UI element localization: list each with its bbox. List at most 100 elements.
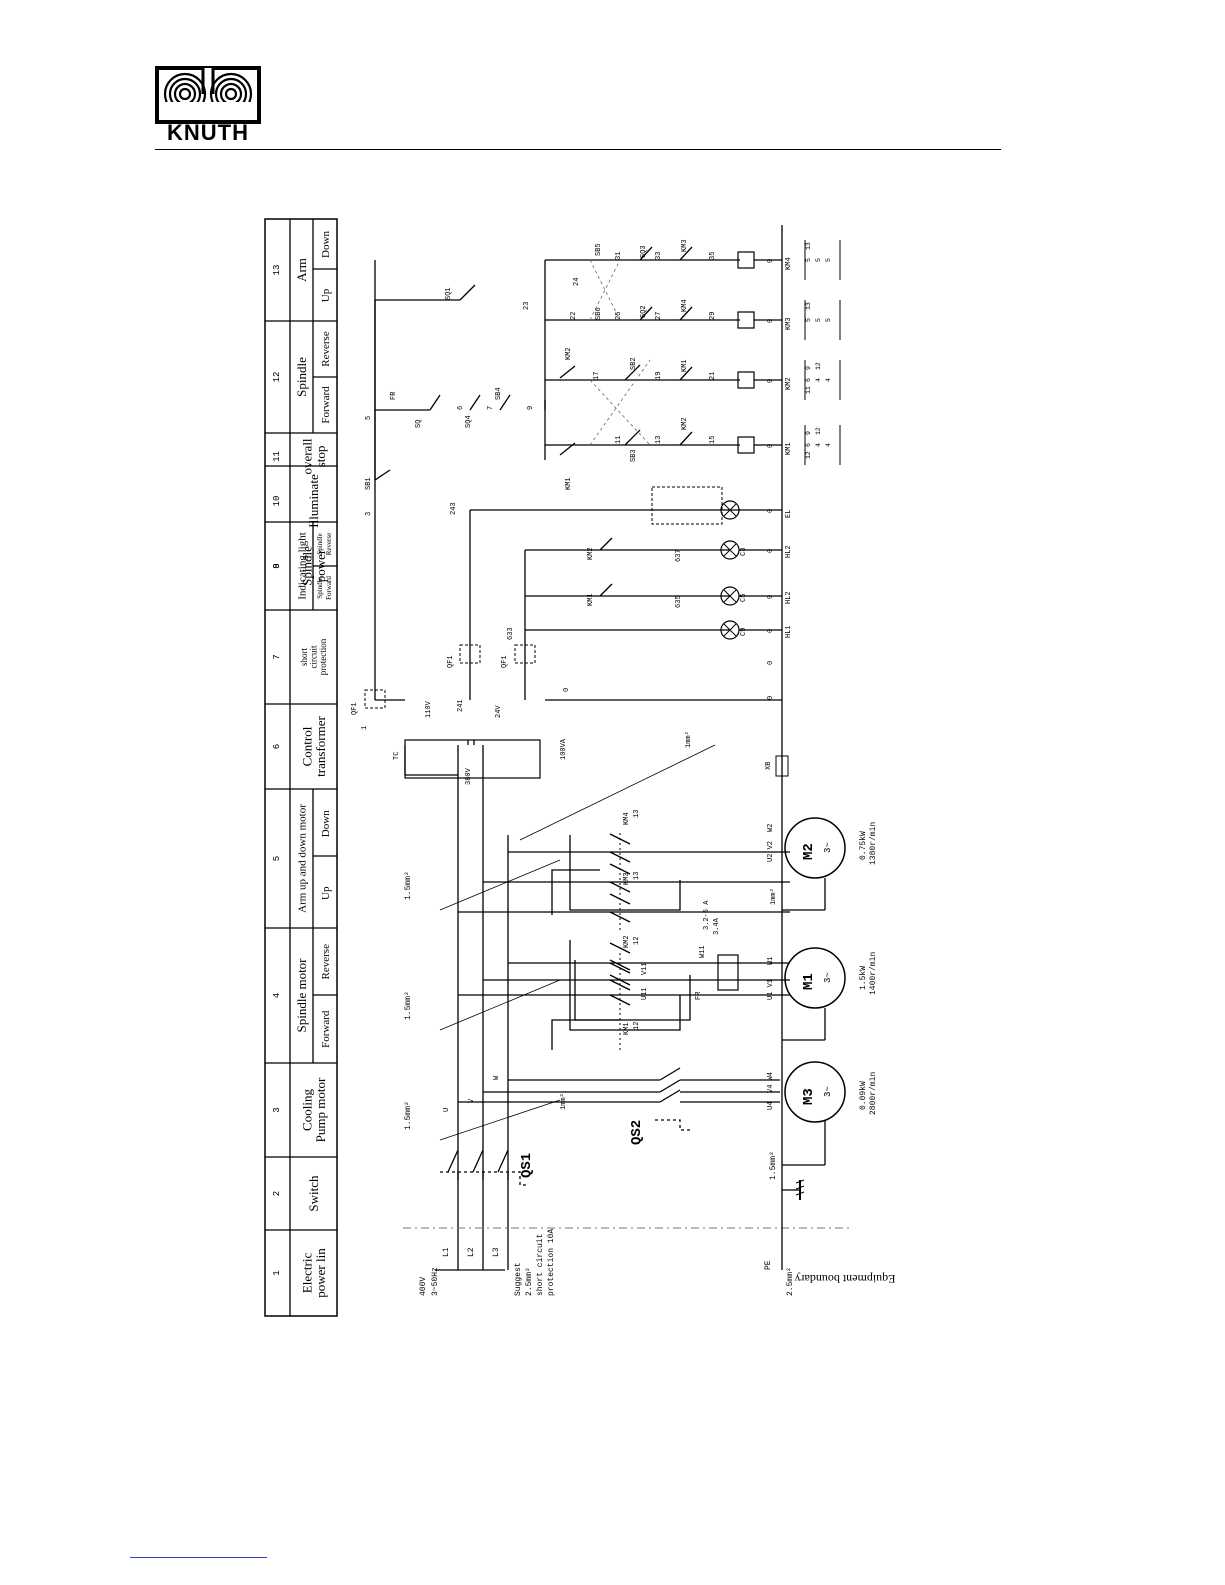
qs1-label: QS1 — [519, 1153, 535, 1178]
device-label: SQ3 — [640, 245, 648, 258]
wire-size: 1.5mm² — [769, 1151, 778, 1180]
contactor-label: KM1 — [623, 1022, 631, 1035]
wire-size-leader — [439, 979, 561, 1031]
xref-entry: 12 — [815, 362, 822, 370]
fr-contact — [429, 394, 441, 411]
column-title: Arm up and down motor — [296, 804, 308, 913]
qs2-linkage — [655, 1119, 690, 1131]
qs2-label: QS2 — [629, 1120, 645, 1145]
node-label: 0 — [767, 444, 775, 448]
qs1-contact — [497, 1149, 509, 1173]
device-label: KM2 — [565, 347, 573, 360]
xref-entry: 9 — [805, 431, 812, 435]
equipment-boundary-label: Equipment boundary — [795, 1272, 896, 1286]
column-title: Indicating light — [296, 532, 308, 600]
node-label: 3 — [365, 512, 373, 516]
node-label: 25 — [615, 312, 623, 320]
xref-entry: 12 — [815, 427, 822, 435]
contactor-coil — [737, 436, 755, 454]
device-label: KM4 — [681, 299, 689, 312]
illumination-switch-box — [651, 486, 723, 525]
interlock-link — [589, 359, 651, 446]
column-number: 6 — [272, 744, 282, 749]
column-number: 2 — [272, 1191, 282, 1196]
node-label: 1 — [361, 726, 369, 730]
km1-nc-contact — [599, 583, 613, 597]
footer-rule — [130, 1557, 267, 1558]
supply-note: protection 10A — [547, 1229, 556, 1296]
column-number: 5 — [272, 856, 282, 861]
contactor-label: KM2 — [623, 935, 631, 948]
lamp-code: C9 — [740, 628, 748, 636]
motor-speed: 1400r/min — [869, 952, 878, 995]
line-label: L3 — [492, 1247, 501, 1257]
coil-label: KM4 — [785, 257, 793, 270]
terminal-label: W11 — [699, 945, 707, 958]
logo-text: KNUTH — [167, 120, 249, 145]
sb3-contact — [624, 429, 641, 446]
lamp-cross — [723, 543, 737, 557]
motor-power: 0.75kW — [859, 831, 868, 860]
column-title: circuit — [309, 645, 319, 668]
pe-label: PE — [764, 1260, 773, 1270]
node-label: 24 — [573, 278, 581, 286]
column-title: power lin — [313, 1248, 328, 1298]
column-number: 12 — [272, 372, 282, 383]
motor-phase: 3~ — [823, 972, 833, 983]
column-title: transformer — [313, 716, 328, 777]
km3-linkage — [551, 869, 600, 915]
supply-note: short circuit — [536, 1234, 545, 1296]
supply-note: Suggest — [514, 1262, 523, 1296]
wire-size: 1mm² — [560, 1093, 568, 1110]
km3-contact — [609, 911, 631, 923]
column-subtitle: Spindle — [316, 577, 324, 598]
xref-entry: 5 — [825, 318, 832, 322]
line-label: L1 — [442, 1247, 451, 1257]
supply-frequency: 3~50Hz — [431, 1267, 440, 1296]
coil-label: KM1 — [785, 442, 793, 455]
contactor-label: KM2 — [587, 547, 595, 560]
node-label: 0 — [767, 629, 775, 633]
km2-nc-contact — [599, 537, 613, 551]
column-title: Switch — [306, 1175, 321, 1212]
transformer-body — [404, 739, 541, 779]
node-label: 33 — [655, 252, 663, 260]
motor-power: 1.5kW — [859, 966, 868, 990]
lamp-code: C3 — [740, 548, 748, 556]
motor-phase: 3~ — [823, 842, 833, 853]
lamp-id: HL1 — [785, 625, 793, 638]
wire-size-leader — [519, 744, 716, 841]
column-subtitle: Reverse — [325, 533, 333, 556]
xref-entry: 4 — [815, 443, 822, 447]
column-title: Spindle motor — [294, 958, 309, 1033]
wire-size: 1mm² — [770, 888, 778, 905]
wire-size: 1.5mm² — [404, 991, 413, 1020]
km2-hold-contact — [559, 365, 576, 379]
sq2-contact — [639, 306, 653, 321]
title-block-frame — [264, 218, 338, 1317]
lamp-cross — [723, 623, 737, 637]
node-label: 15 — [709, 436, 717, 444]
wire-size: 1.5mm² — [404, 871, 413, 900]
terminal-label: V11 — [641, 962, 649, 975]
column-number: 9 — [272, 563, 282, 568]
transformer-id: TC — [393, 752, 401, 760]
node-label: 0 — [563, 688, 571, 692]
column-title: Arm — [294, 258, 309, 282]
wire-size: 1mm² — [685, 731, 693, 748]
m1-crossover — [574, 960, 691, 1021]
qf1-breaker — [364, 689, 386, 709]
column-title: Control — [299, 726, 314, 766]
earth-hatch — [795, 1185, 805, 1190]
motor-terminal: W2 — [767, 824, 775, 832]
device-label: FR — [390, 391, 398, 400]
column-subtitle: Reverse — [320, 331, 332, 367]
motor-speed: 1380r/min — [869, 822, 878, 865]
sq4-contact — [469, 394, 481, 411]
column-subtitle: Down — [320, 810, 332, 837]
pe-wire-size: 2.5mm² — [786, 1267, 795, 1296]
node-label: 7 — [487, 406, 495, 410]
device-label: SQ4 — [465, 415, 473, 428]
device-label: SQ2 — [640, 305, 648, 318]
motor-id: M1 — [801, 973, 817, 990]
